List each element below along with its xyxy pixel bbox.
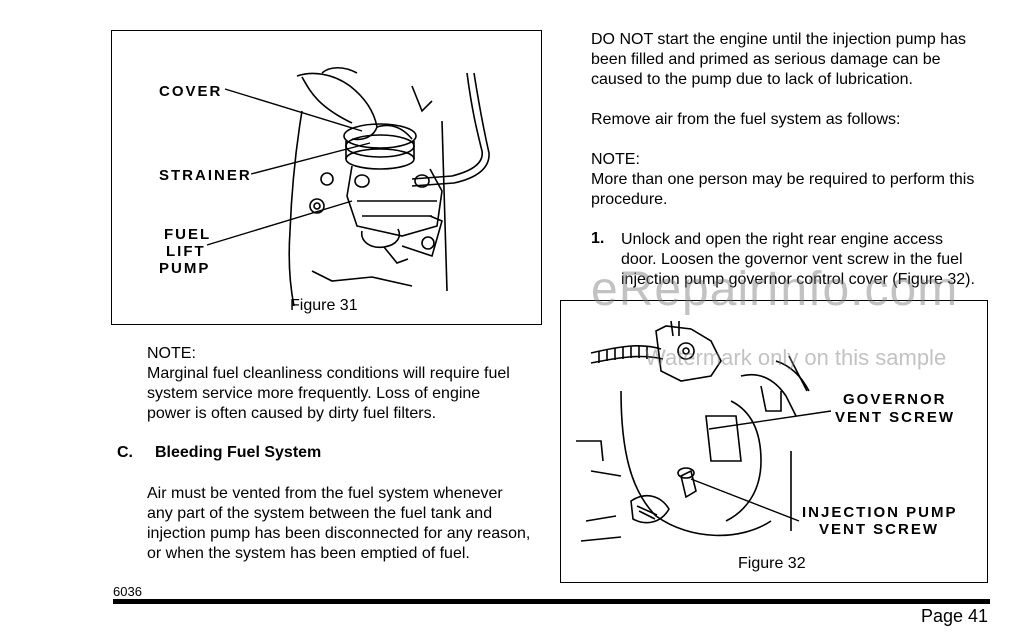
cover-label: COVER: [159, 83, 223, 100]
fuel-lift-pump-illustration: [206, 66, 490, 307]
intro-paragraph: Air must be vented from the fuel system …: [147, 484, 547, 564]
step-1-line: door. Loosen the governor vent screw in …: [621, 251, 963, 268]
intro-line: Air must be vented from the fuel system …: [147, 485, 503, 502]
watermark-main: eRepairInfo.com: [591, 263, 959, 316]
note-2-line: More than one person may be required to …: [591, 171, 975, 188]
note-1-line: Marginal fuel cleanliness conditions wil…: [147, 365, 510, 382]
lift-label: LIFT: [166, 243, 206, 260]
note-1-heading: NOTE:: [147, 345, 196, 362]
governor-vent-screw-label: VENT SCREW: [835, 409, 956, 426]
step-1-line: injection pump governor control cover (F…: [621, 271, 975, 288]
note-1-line: power is often caused by dirty fuel filt…: [147, 405, 437, 422]
page-code: 6036: [113, 584, 142, 599]
section-title: Bleeding Fuel System: [155, 444, 322, 461]
strainer-label: STRAINER: [159, 167, 252, 184]
remove-air-text: Remove air from the fuel system as follo…: [591, 111, 901, 128]
injection-vent-screw-label: VENT SCREW: [819, 521, 940, 538]
figure-31-caption: Figure 31: [290, 297, 358, 314]
intro-line: injection pump has been disconnected for…: [147, 525, 531, 542]
warning-line: caused to the pump due to lack of lubric…: [591, 71, 913, 88]
note-2: NOTE: More than one person may be requir…: [591, 150, 1011, 210]
warning-paragraph: DO NOT start the engine until the inject…: [591, 30, 1011, 90]
footer-rule: [113, 599, 990, 604]
figure-32-caption: Figure 32: [738, 555, 806, 572]
pump-label: PUMP: [159, 260, 211, 277]
figure-32-frame: GOVERNOR VENT SCREW INJECTION PUMP VENT …: [560, 300, 988, 583]
injection-pump-label: INJECTION PUMP: [802, 504, 958, 521]
step-1-line: Unlock and open the right rear engine ac…: [621, 231, 943, 248]
warning-line: been filled and primed as serious damage…: [591, 51, 941, 68]
governor-label: GOVERNOR: [843, 391, 947, 408]
intro-line: any part of the system between the fuel …: [147, 505, 493, 522]
fuel-label: FUEL: [164, 226, 212, 243]
section-letter: C.: [117, 444, 133, 461]
note-1: NOTE: Marginal fuel cleanliness conditio…: [147, 344, 537, 424]
note-1-line: system service more frequently. Loss of …: [147, 385, 481, 402]
step-1-text: Unlock and open the right rear engine ac…: [621, 230, 1021, 290]
note-2-line: procedure.: [591, 191, 668, 208]
figure-31-frame: COVER STRAINER FUEL LIFT PUMP Figure 31: [111, 30, 542, 325]
intro-line: or when the system has been emptied of f…: [147, 545, 470, 562]
injection-pump-illustration: [576, 320, 832, 542]
page-number: Page 41: [920, 606, 988, 626]
watermark-sub: Watermark only on this sample: [645, 345, 947, 370]
step-1-number: 1.: [591, 230, 605, 247]
note-2-heading: NOTE:: [591, 151, 640, 168]
warning-line: DO NOT start the engine until the inject…: [591, 31, 967, 48]
